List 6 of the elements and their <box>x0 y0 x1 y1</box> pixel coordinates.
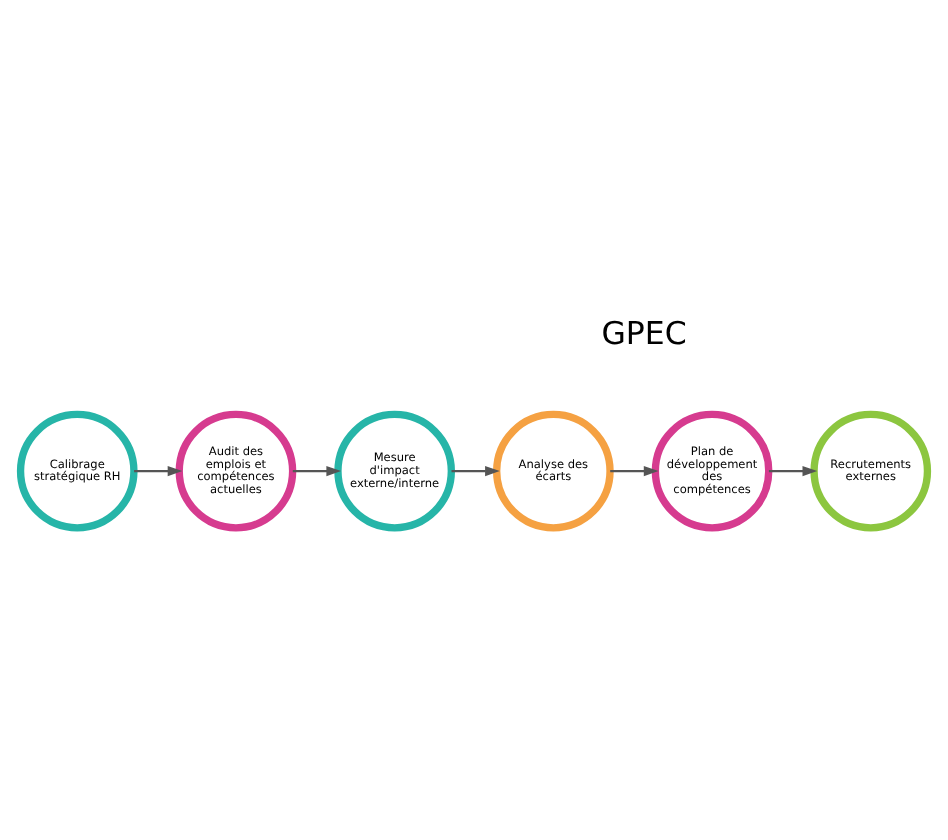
label: GPEC <box>601 312 687 351</box>
arrow <box>610 464 659 476</box>
arrow <box>451 464 500 476</box>
arrow <box>134 464 183 476</box>
arrow <box>768 464 818 476</box>
arrow <box>292 464 342 476</box>
